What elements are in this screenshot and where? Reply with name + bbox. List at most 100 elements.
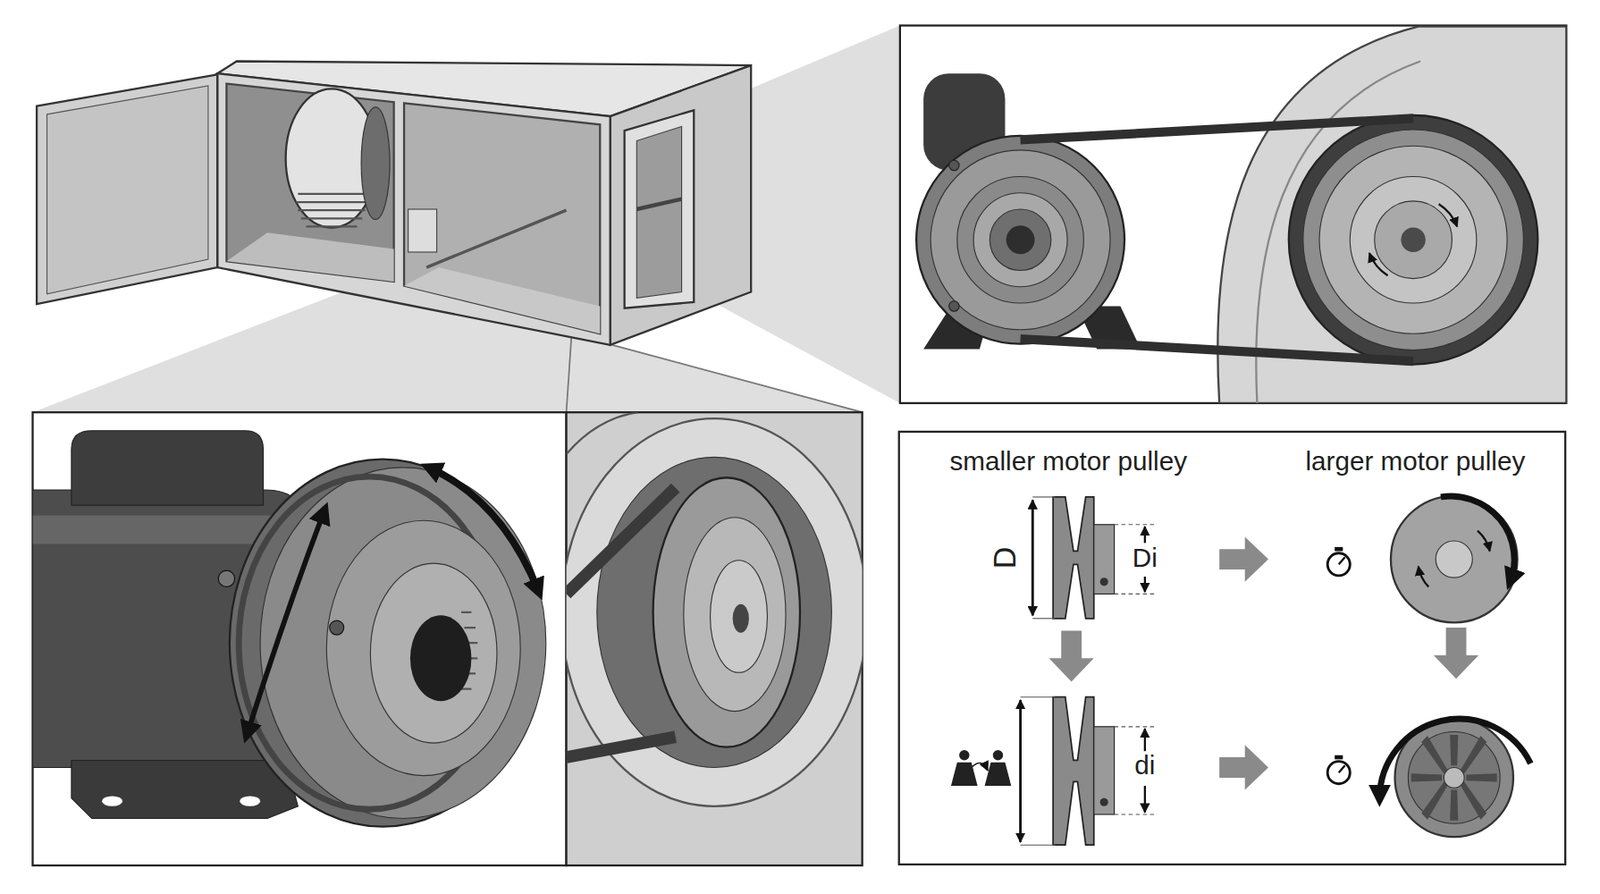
- zoom-line: [612, 345, 863, 413]
- pulley-size-diagram: [951, 496, 1531, 845]
- fan-housing: [566, 418, 863, 807]
- stopwatch-icon: [1327, 547, 1350, 576]
- process-arrow: [1219, 744, 1269, 790]
- motor-foot: [71, 759, 298, 818]
- detail-panel: [900, 25, 1567, 404]
- dimension-label: D: [988, 538, 1023, 577]
- set-screw: [1100, 577, 1109, 586]
- fan-hub: [1443, 766, 1465, 788]
- dimension-arrow: [1144, 728, 1146, 751]
- pulley-profile: [1052, 496, 1095, 619]
- pulley-hub: [1094, 726, 1115, 815]
- fan-housing: [1217, 26, 1567, 404]
- pulley-hub: [989, 209, 1051, 270]
- process-arrow: [1219, 536, 1269, 582]
- housing-opening: [597, 456, 833, 767]
- pulley-flange: [260, 467, 547, 819]
- shelf-rail: [426, 210, 566, 268]
- illustration-part: [1327, 761, 1350, 784]
- illustration-part: [1334, 755, 1343, 760]
- belt-drive-view: [916, 26, 1567, 404]
- pulley-hub: [370, 563, 497, 743]
- rotation-arrow: [1439, 203, 1458, 227]
- adjust-arrow: [428, 467, 539, 592]
- illustration-part: [959, 749, 969, 760]
- fan-shaft: [1400, 227, 1425, 253]
- cabinet-door: [36, 74, 218, 304]
- shaft-bore: [410, 614, 472, 701]
- extension-line: [1114, 725, 1156, 727]
- v-belt: [1020, 117, 1415, 140]
- illustration-part: [1460, 781, 1488, 819]
- illustration-part: [993, 749, 1003, 760]
- mount-hole: [239, 795, 261, 806]
- dimension-arrow: [1144, 526, 1146, 543]
- rotation-arrow: [1477, 530, 1491, 552]
- motor-highlight: [33, 514, 278, 544]
- illustration-part: [1465, 773, 1497, 782]
- illustration-part: [971, 763, 988, 771]
- vent-opening: [636, 126, 682, 299]
- pulley-ring: [973, 193, 1068, 287]
- illustration-part: [1421, 781, 1449, 819]
- fan-pulley: [1288, 115, 1539, 365]
- pulley-profile: [1052, 697, 1095, 846]
- process-arrow: [1049, 630, 1095, 682]
- motor-cap: [71, 430, 264, 506]
- vent: [624, 109, 695, 308]
- blower-compartment: [226, 84, 394, 282]
- pulley-disc: [1390, 496, 1518, 624]
- set-screw: [1100, 798, 1109, 807]
- motor-face-ring: [930, 150, 1111, 330]
- adjust-arrow: [246, 510, 325, 735]
- rotation-arrow: [1418, 566, 1429, 588]
- set-screw: [218, 570, 235, 587]
- fan-wheel-ring: [1407, 732, 1500, 825]
- air-handler-cabinet: [36, 60, 751, 345]
- extension-line: [1020, 844, 1056, 846]
- panel-heading: smaller motor pulley: [920, 446, 1217, 478]
- door-panel: [47, 85, 209, 295]
- cabinet-side: [610, 65, 752, 346]
- rotation-arrow: [1379, 718, 1531, 799]
- housing-edge: [566, 412, 639, 455]
- coil-compartment: [404, 102, 600, 334]
- fan-pulley-view: [566, 412, 863, 807]
- blower-fins: [295, 193, 368, 228]
- zoom-line: [566, 336, 573, 413]
- pulley-ring: [957, 176, 1085, 304]
- compartment-floor: [226, 232, 394, 282]
- extension-line: [1020, 696, 1056, 698]
- fan-pulley-hub: [1374, 201, 1453, 279]
- diagram-panel: smaller motor pulley larger motor pulley: [898, 430, 1567, 866]
- pulley-face: [326, 520, 521, 775]
- pulley-hub: [1435, 540, 1473, 578]
- v-belt: [566, 736, 676, 758]
- dimension-arrow: [1031, 499, 1035, 615]
- illustration-part: [1449, 790, 1458, 821]
- compartment-floor: [404, 267, 600, 334]
- dimension-arrow: [1144, 785, 1146, 813]
- fan-blades: [1411, 734, 1498, 821]
- fan-pulley-ring: [1319, 145, 1508, 334]
- panel-heading: larger motor pulley: [1267, 446, 1564, 478]
- extension-line: [1114, 813, 1156, 815]
- dimension-label: di: [1125, 750, 1164, 781]
- detail-panel: [33, 412, 567, 866]
- screw: [949, 160, 960, 170]
- v-belt: [566, 488, 676, 595]
- fan-pulley: [653, 477, 800, 747]
- illustration-part: [1334, 547, 1343, 552]
- illustration-part: [1338, 556, 1346, 565]
- process-arrow: [1433, 627, 1479, 679]
- technician-icon: [951, 749, 1011, 786]
- vent-slat: [636, 199, 682, 210]
- illustration-part: [1460, 735, 1488, 774]
- cabinet-front: [217, 73, 611, 346]
- extension-line: [1032, 496, 1055, 497]
- fan-pulley-ring: [683, 517, 786, 712]
- illustration-part: [1449, 734, 1458, 766]
- fan-shaft: [732, 604, 750, 633]
- blower-wheel: [361, 107, 390, 220]
